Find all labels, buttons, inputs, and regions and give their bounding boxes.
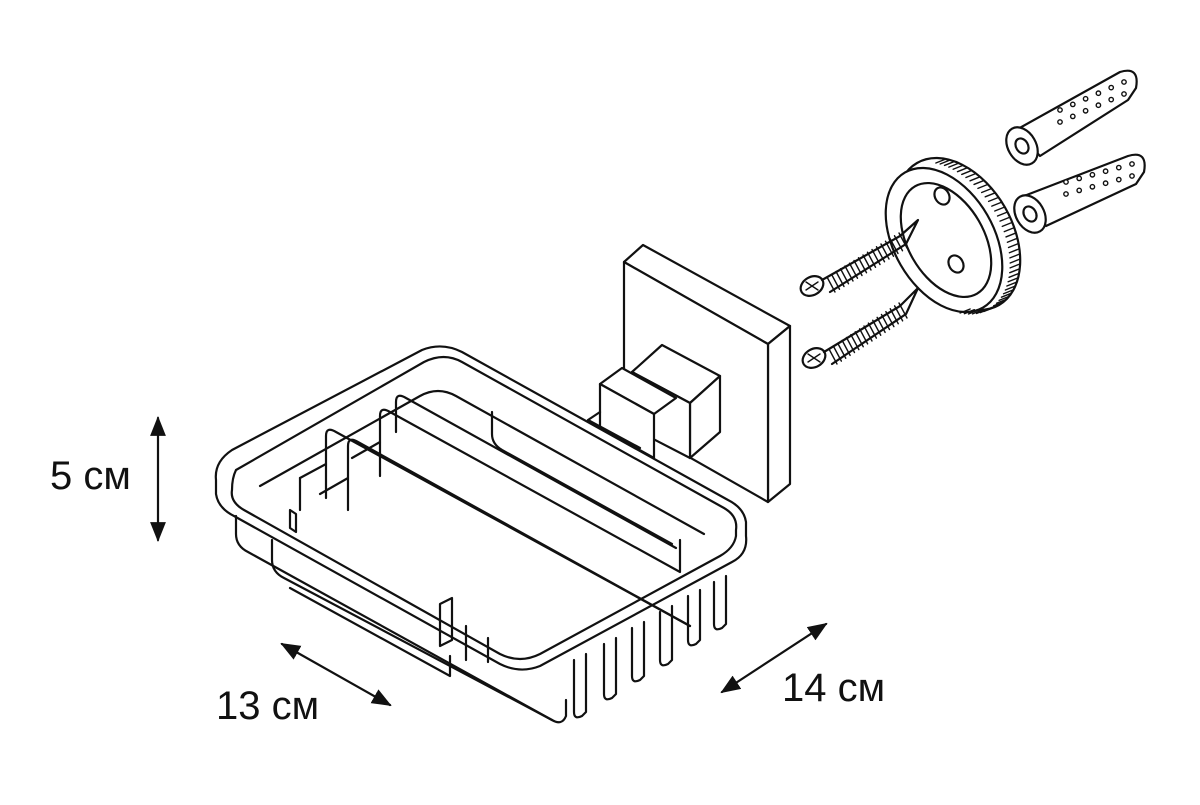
screw-upper — [799, 218, 920, 297]
wall-plug-lower — [1013, 153, 1146, 234]
screw-lower — [801, 286, 920, 369]
depth-dimension-label: 14 см — [782, 666, 886, 710]
connector-block — [586, 343, 722, 460]
soap-basket — [214, 345, 748, 724]
wall-plug-upper — [1005, 69, 1138, 166]
round-flange — [884, 156, 1022, 315]
depth-dimension-arrow — [720, 622, 828, 694]
width-dimension-arrow — [280, 642, 392, 707]
width-dimension-label: 13 см — [216, 684, 320, 728]
height-dimension-label: 5 см — [50, 454, 131, 498]
